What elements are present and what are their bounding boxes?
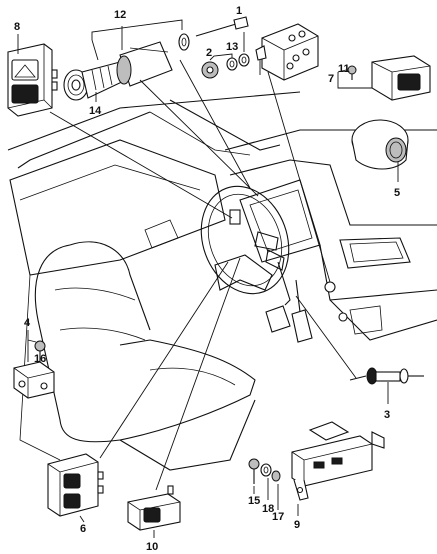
callout-9: 9	[294, 519, 300, 531]
pedals	[265, 249, 313, 343]
rear-defroster-switch-part	[337, 55, 431, 101]
callout-labels: 1 2 3 4 5 6 7 8 9 10 11 12 13 14 15 16 1…	[14, 5, 400, 553]
seat	[34, 241, 256, 471]
callout-10: 10	[146, 541, 158, 553]
callout-17: 17	[272, 511, 284, 523]
callout-8: 8	[14, 21, 20, 33]
callout-15: 15	[248, 495, 260, 507]
bracket-with-bolt-part	[13, 330, 55, 399]
leader-lines	[49, 59, 357, 491]
rocker-switch-part	[127, 485, 181, 538]
callout-4: 4	[24, 317, 31, 329]
callout-12: 12	[114, 9, 126, 21]
steering-wheel	[200, 185, 290, 295]
vehicle-interior	[7, 91, 437, 471]
hazard-switch-part	[7, 34, 58, 117]
callout-2: 2	[206, 47, 212, 59]
dual-switch-part	[47, 453, 104, 523]
cigarette-lighter-assembly	[63, 16, 250, 102]
callout-18: 18	[262, 503, 274, 515]
mounting-bracket-part	[248, 421, 385, 516]
callout-13: 13	[226, 41, 238, 53]
callout-6: 6	[80, 523, 86, 535]
callout-1: 1	[236, 5, 242, 17]
callout-5: 5	[394, 187, 400, 199]
round-switch-part	[351, 119, 409, 182]
stop-light-switch-part	[349, 367, 424, 404]
callout-3: 3	[384, 409, 390, 421]
callout-11: 11	[338, 63, 350, 75]
callout-7: 7	[328, 73, 334, 85]
dashboard	[224, 129, 437, 341]
heater-fan-switch-part	[255, 23, 319, 81]
callout-16: 16	[34, 353, 46, 365]
callout-14: 14	[89, 105, 102, 117]
